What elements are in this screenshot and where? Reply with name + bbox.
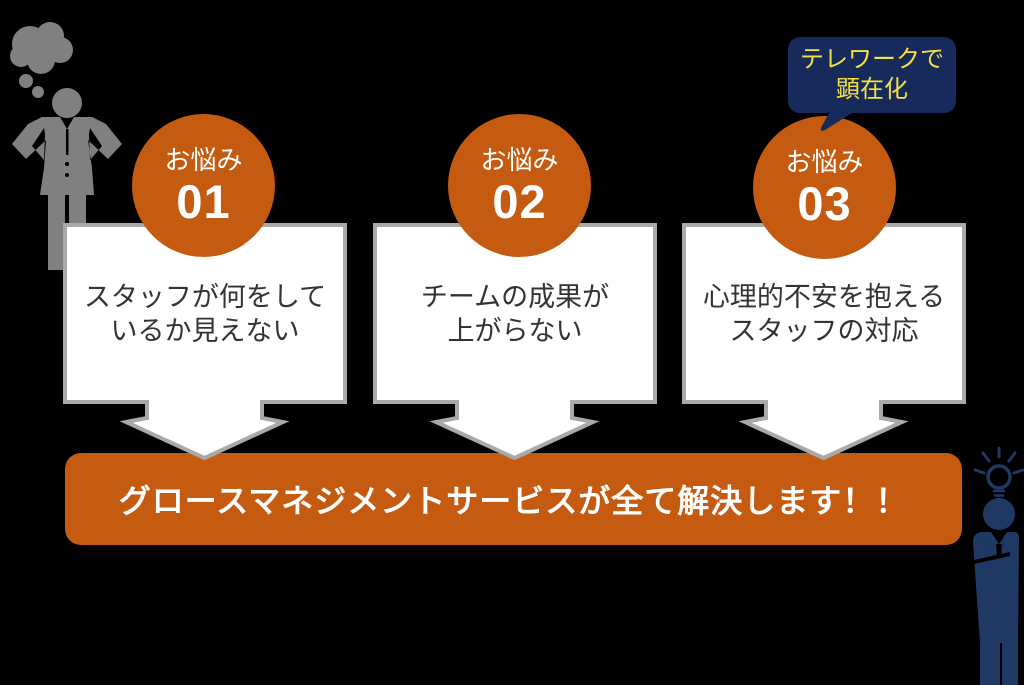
worry-box-shape-2	[373, 223, 657, 461]
worry-box-text-1: スタッフが何をして いるか見えない	[61, 280, 349, 348]
worry-circle-3: お悩み 03	[753, 116, 896, 259]
worry-3-line-1: 心理的不安を抱える	[702, 282, 946, 312]
telework-callout-badge: テレワークで 顕在化	[788, 37, 956, 113]
solution-banner: グロースマネジメントサービスが全て解決します！！	[65, 453, 962, 545]
worry-circle-2: お悩み 02	[448, 114, 591, 257]
worry-1-number: 01	[176, 174, 231, 228]
worry-3-line-2: スタッフの対応	[729, 316, 919, 346]
badge-line-1: テレワークで	[800, 46, 944, 73]
worry-3-label: お悩み	[785, 146, 864, 177]
worry-2-line-1: チームの成果が	[420, 282, 610, 312]
lightbulb-icon	[973, 446, 1024, 501]
worry-circle-1: お悩み 01	[132, 114, 275, 257]
worry-2-label: お悩み	[480, 144, 559, 175]
worry-2-number: 02	[492, 174, 547, 228]
idea-person-icon	[973, 446, 1024, 685]
worry-1-line-1: スタッフが何をして	[83, 282, 327, 312]
worry-box-text-3: 心理的不安を抱える スタッフの対応	[680, 280, 968, 348]
thought-bubble-icon	[10, 22, 73, 98]
worry-1-label: お悩み	[164, 144, 243, 175]
worry-box-text-2: チームの成果が 上がらない	[371, 280, 659, 348]
speech-bubble-tail-icon	[821, 104, 866, 131]
worry-1-line-2: いるか見えない	[110, 316, 300, 346]
worry-2-line-2: 上がらない	[447, 316, 583, 346]
badge-line-2: 顕在化	[836, 76, 908, 103]
person-silhouette-icon	[973, 498, 1019, 685]
worry-box-shape-3	[682, 223, 966, 461]
solution-banner-text: グロースマネジメントサービスが全て解決します！！	[118, 483, 909, 519]
worry-3-number: 03	[797, 176, 852, 230]
worry-box-shape-1	[63, 223, 347, 461]
